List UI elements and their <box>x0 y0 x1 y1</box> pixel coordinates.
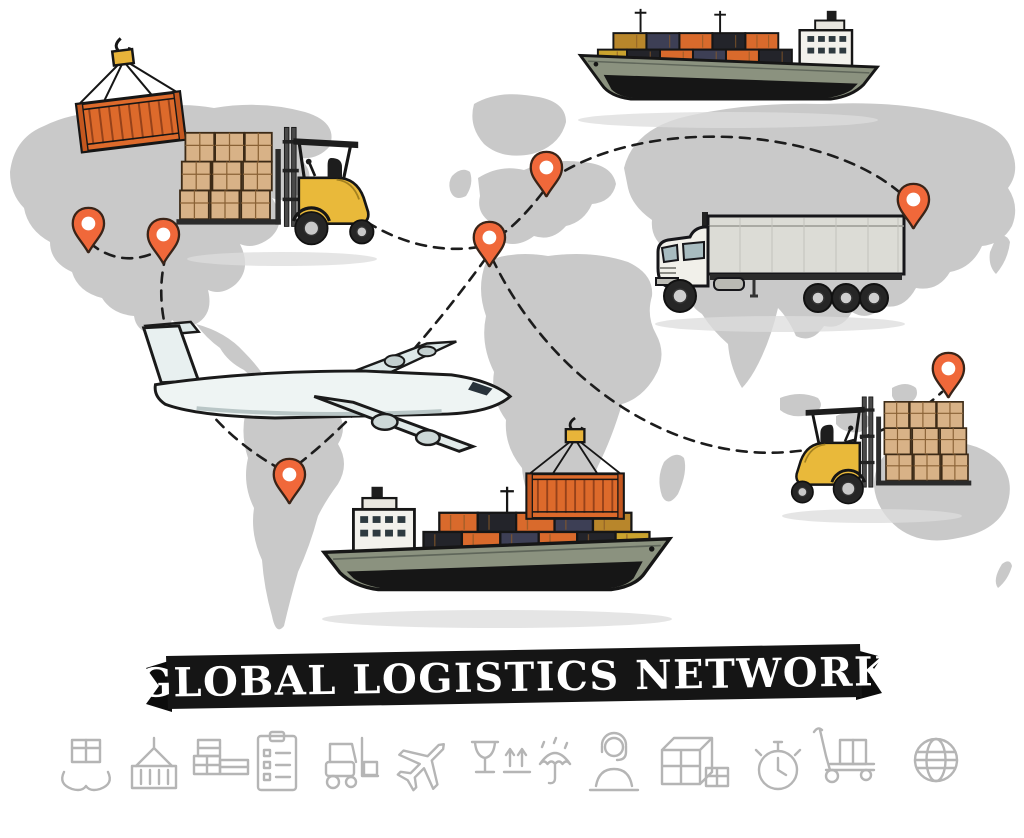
banner-right-fold <box>856 650 882 700</box>
this-side-up-icon <box>502 747 532 774</box>
forklift-icon <box>324 736 380 790</box>
map-greenland <box>472 94 566 156</box>
route-2 <box>160 253 284 472</box>
location-pin-oceania <box>931 351 966 399</box>
checklist-icon <box>256 730 298 792</box>
map-philippines <box>892 384 917 405</box>
package-care-icon <box>61 738 111 792</box>
keep-dry-icon <box>538 736 572 785</box>
hanging-container-left <box>67 30 187 154</box>
vehicle-shadows <box>187 112 962 628</box>
map-japan <box>989 235 1010 274</box>
fragile-icon <box>470 740 500 774</box>
parcel-boxes-icon <box>660 736 730 788</box>
route-5 <box>548 135 910 202</box>
title-banner: GLOBAL LOGISTICS NETWORK <box>137 644 891 712</box>
banner-ribbon <box>166 644 862 709</box>
map-indonesia-2 <box>836 412 870 433</box>
map-europe <box>478 161 616 244</box>
map-south-america <box>243 388 344 630</box>
cargo-ship-top <box>578 7 879 101</box>
global-shipping-icon <box>913 737 959 783</box>
delivery-time-icon <box>754 740 802 791</box>
support-agent-icon <box>588 731 640 792</box>
map-central-america <box>196 324 268 382</box>
cargo-crates-icon <box>192 738 250 776</box>
banner-left-fold <box>146 660 172 712</box>
pallet-truck-icon <box>812 727 876 784</box>
map-new-zealand <box>995 561 1012 588</box>
icon-row <box>61 727 959 792</box>
route-1 <box>88 241 162 260</box>
airplane-icon <box>396 743 445 792</box>
crane-container-icon <box>130 736 178 790</box>
map-madagascar <box>659 454 686 502</box>
map-uk <box>449 169 472 198</box>
